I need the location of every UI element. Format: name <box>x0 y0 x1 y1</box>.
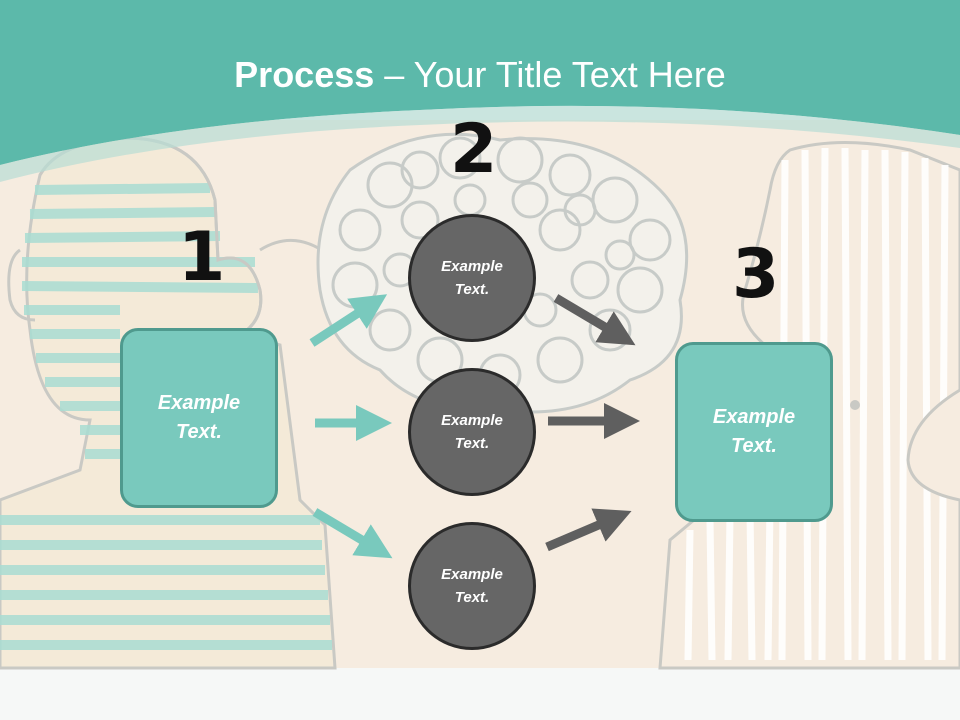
circle-3-text: Example Text. <box>441 566 503 606</box>
step-2-circle-3[interactable]: Example Text. <box>408 522 536 650</box>
gray-arrows <box>545 294 640 552</box>
step-number-3: 3 <box>732 235 780 314</box>
step-number-1: 1 <box>178 218 226 297</box>
circle-1-text: Example Text. <box>441 258 503 298</box>
step-1-box[interactable]: Example Text. <box>120 328 278 508</box>
title-rest: – Your Title Text Here <box>374 54 726 95</box>
title-bold: Process <box>234 54 375 95</box>
teal-arrows <box>309 294 393 559</box>
circle-2-text: Example Text. <box>441 412 503 452</box>
step-1-text: Example Text. <box>157 392 241 443</box>
slide-title: Process – Your Title Text Here <box>0 54 960 96</box>
step-3-text: Example Text. <box>712 406 796 457</box>
step-3-box[interactable]: Example Text. <box>675 342 833 522</box>
step-2-circle-2[interactable]: Example Text. <box>408 368 536 496</box>
step-number-2: 2 <box>450 110 498 189</box>
step-2-circle-1[interactable]: Example Text. <box>408 214 536 342</box>
